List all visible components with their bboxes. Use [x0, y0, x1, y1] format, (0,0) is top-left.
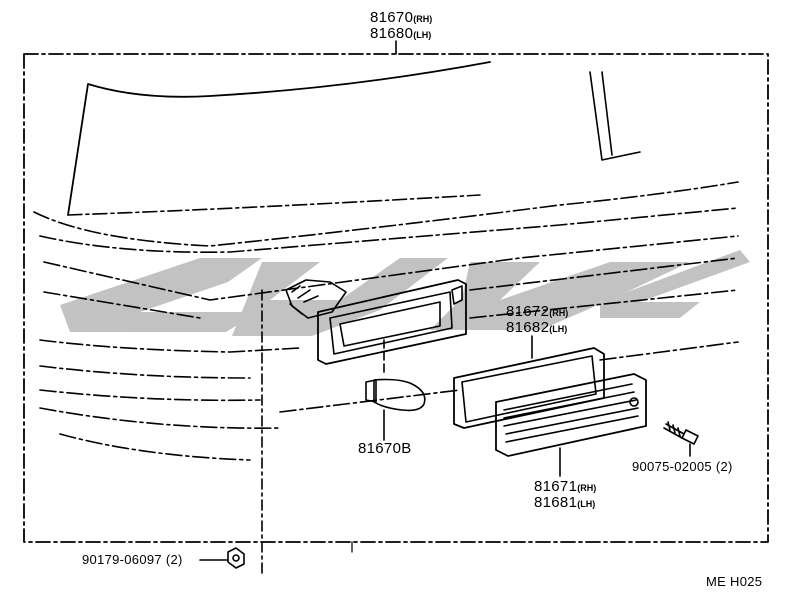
label-81671-number: 81671 [534, 478, 578, 495]
nut-body [227, 547, 245, 569]
label-90075: 90075-02005 (2) [632, 459, 733, 475]
bulb-part [365, 339, 426, 441]
label-81680: 81680(LH) [370, 26, 431, 43]
housing-recess [339, 301, 441, 347]
body-line-1 [39, 207, 739, 253]
lens-screw-hole [629, 397, 639, 407]
lens-face [495, 373, 647, 457]
body-line-3 [43, 291, 201, 319]
label-81681-number: 81681 [534, 494, 578, 511]
bulb-glass [373, 378, 426, 412]
label-81670B: 81670B [358, 441, 412, 457]
bumper-right-1 [469, 257, 739, 291]
gasket-outer [453, 347, 605, 429]
gasket-part [453, 335, 605, 429]
label-81682-number: 81682 [506, 319, 550, 336]
rear-window [67, 61, 491, 216]
label-81670-suffix: (RH) [413, 14, 433, 24]
label-90075-qty: (2) [715, 459, 733, 474]
trunk-edge [33, 181, 739, 247]
body-line-5 [39, 365, 251, 379]
bulb-base [365, 379, 377, 403]
diagram-code: ME H025 [706, 574, 763, 589]
label-90075-number: 90075-02005 [632, 459, 712, 474]
housing-body [317, 279, 467, 365]
screw-part [663, 421, 699, 457]
gasket-inner [461, 355, 597, 423]
label-81672-number: 81672 [506, 303, 550, 320]
label-81670B-number: 81670B [358, 440, 412, 457]
body-line-6 [39, 389, 261, 402]
label-81670: 81670(RH) [370, 10, 432, 27]
label-90179-number: 90179-06097 [82, 552, 162, 567]
screw-shank [663, 421, 685, 439]
housing-clip [451, 285, 463, 305]
label-90179-qty: (2) [165, 552, 183, 567]
label-81671: 81671(RH) [534, 479, 596, 496]
body-line-4 [39, 339, 301, 353]
label-81670-number: 81670 [370, 9, 414, 26]
label-81681: 81681(LH) [534, 495, 595, 512]
body-line-2 [43, 235, 739, 301]
label-90179: 90179-06097 (2) [82, 552, 183, 568]
lamp-housing [285, 279, 467, 365]
label-81681-suffix: (LH) [577, 499, 596, 509]
nut-hole [232, 554, 240, 562]
label-81680-suffix: (LH) [413, 30, 432, 40]
body-line-8 [59, 433, 251, 461]
nut-part [199, 547, 245, 569]
body-line-7 [39, 407, 281, 429]
label-81672-suffix: (RH) [549, 308, 569, 318]
label-81682: 81682(LH) [506, 320, 567, 337]
screw-head [681, 429, 699, 445]
c-pillar [589, 71, 641, 161]
socket-pins [289, 285, 319, 315]
assembly-frame [23, 53, 769, 543]
lens-part [495, 373, 647, 477]
bumper-right-3 [599, 341, 739, 361]
watermark-stroke-3 [430, 262, 690, 330]
housing-inner [329, 291, 453, 355]
label-81682-suffix: (LH) [549, 324, 568, 334]
lens-ribs [503, 383, 639, 443]
bumper-right-2 [469, 289, 739, 319]
watermark-stroke-1 [60, 258, 262, 332]
label-81671-suffix: (RH) [577, 483, 597, 493]
label-81680-number: 81680 [370, 25, 414, 42]
label-81672: 81672(RH) [506, 304, 568, 321]
rear-window-lower [67, 194, 481, 216]
watermark-stroke-2 [232, 258, 448, 336]
